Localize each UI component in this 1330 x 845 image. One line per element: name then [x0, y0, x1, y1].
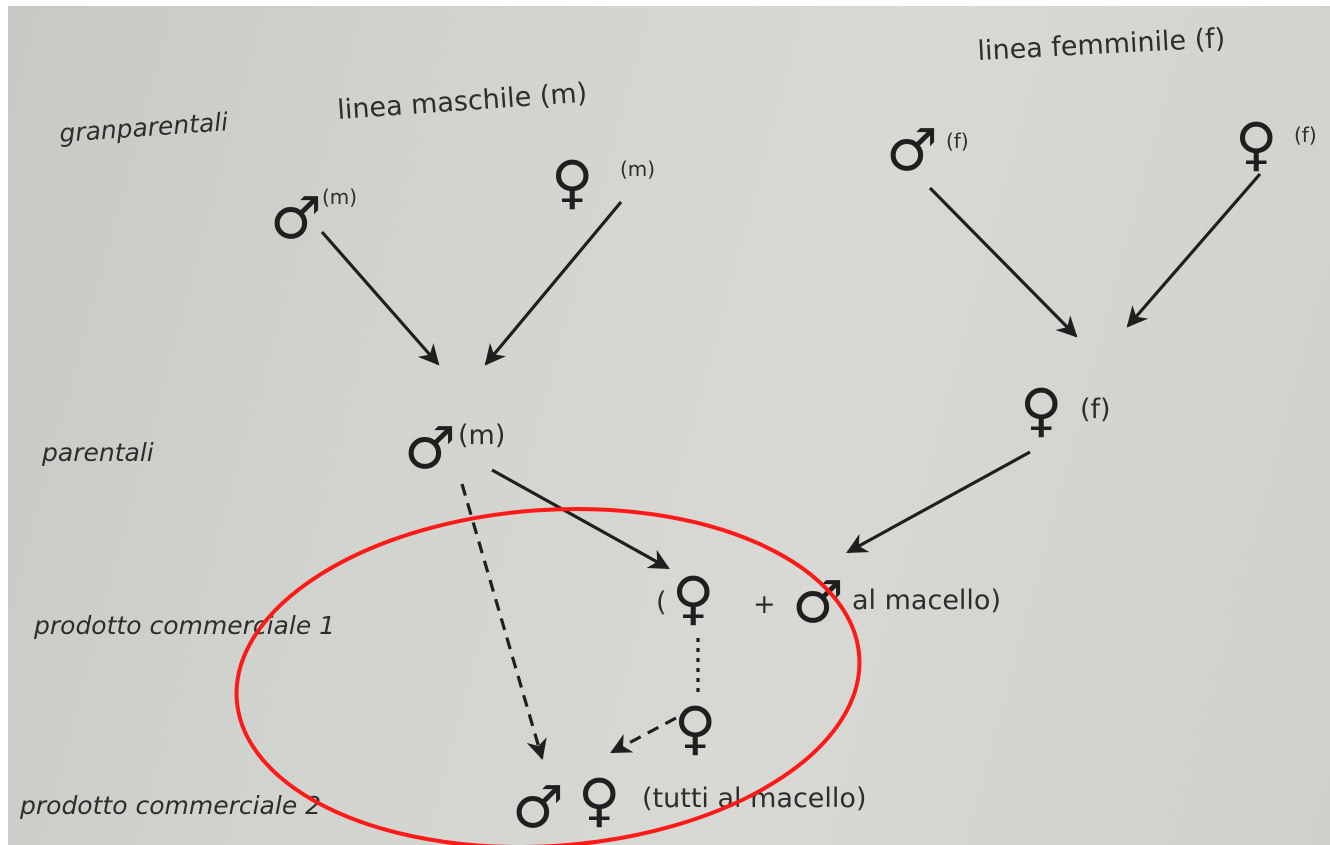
highlight-ellipse — [234, 507, 862, 845]
arrow — [491, 468, 670, 570]
parent-tag-m: (m) — [458, 420, 505, 451]
arrow — [320, 230, 440, 366]
female-icon: ♀ — [672, 564, 714, 632]
grandparent-tag-m: (m) — [322, 185, 357, 209]
arrow — [846, 450, 1031, 554]
male-icon: ♂ — [512, 773, 564, 841]
male-icon: ♂ — [404, 414, 456, 482]
row-label-parentali: parentali — [41, 438, 154, 467]
product2-suffix: (tutti al macello) — [642, 783, 866, 814]
dashed-arrow — [610, 716, 677, 754]
male-icon: ♂ — [270, 184, 322, 252]
arrow — [928, 186, 1078, 338]
male-line-header: linea maschile (m) — [336, 78, 588, 126]
parent-tag-f: (f) — [1080, 394, 1111, 425]
male-icon: ♂ — [886, 116, 938, 184]
product1-open-paren: ( — [656, 587, 667, 618]
female-icon: ♀ — [578, 766, 620, 834]
female-icon: ♀ — [674, 694, 716, 762]
arrow — [484, 200, 623, 366]
female-icon: ♀ — [1235, 110, 1277, 178]
grandparent-tag-f: (f) — [1294, 123, 1317, 147]
product1-plus: + — [753, 589, 776, 620]
grandparent-tag-m: (m) — [620, 157, 655, 181]
female-icon: ♀ — [1020, 376, 1062, 444]
female-icon: ♀ — [551, 148, 593, 216]
arrow — [1126, 172, 1262, 328]
diagram-page: granparentali parentali prodotto commerc… — [8, 6, 1330, 845]
dashed-arrow — [460, 483, 547, 760]
row-label-prodotto-commerciale-1: prodotto commerciale 1 — [33, 611, 335, 640]
row-label-prodotto-commerciale-2: prodotto commerciale 2 — [19, 791, 321, 820]
female-line-header: linea femminile (f) — [977, 23, 1226, 67]
breeding-scheme-diagram: granparentali parentali prodotto commerc… — [19, 23, 1317, 845]
grandparent-tag-f: (f) — [946, 129, 969, 153]
row-label-granparentali: granparentali — [58, 107, 229, 148]
product1-suffix: al macello) — [852, 585, 1001, 616]
